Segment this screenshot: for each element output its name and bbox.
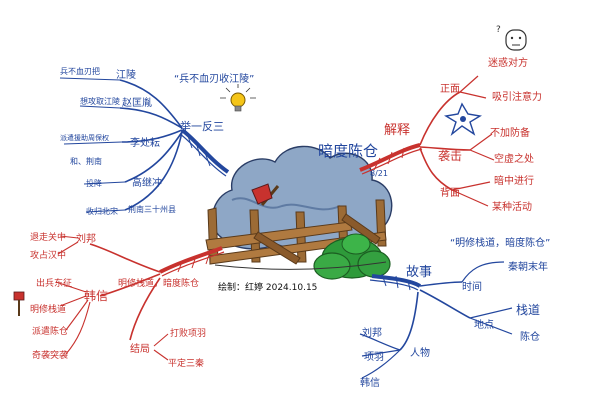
branch-label-meaning: 解释 (384, 123, 410, 138)
branch-examples: 举一反三 “兵不血刃收江陵” 兵不血刃把 江陵 想攻取江陵 赵匡胤 派遣援助周保… (59, 66, 256, 216)
liubang-item-2: 攻占汉中 (30, 249, 66, 261)
example-sub-5: 收归北宋 (86, 206, 118, 216)
branch-label-examples: 举一反三 (180, 119, 224, 133)
branch-history: 明修栈道，暗度陈仓 韩信 出兵东征 明修栈道 派遣陈仓 奇袭突袭 刘邦 退走关中… (13, 231, 225, 369)
branch-meaning: 解释 正面 迷惑对方 吸引注意力 袭击 不加防备 空虚之处 背面 暗中进行 某种… (359, 25, 542, 213)
center-illustration (205, 145, 393, 280)
story-time-value: 秦朝末年 (508, 260, 548, 273)
branch-label-history: 明修栈道，暗度陈仓 (118, 277, 199, 289)
cloud-shade (231, 197, 341, 211)
story-person-1: 刘邦 (362, 326, 382, 339)
example-sub-4: 投降 (86, 178, 102, 188)
branch-label-story: 故事 (406, 265, 432, 280)
story-person-2: 项羽 (364, 351, 384, 363)
meaning-front-item-1: 迷惑对方 (488, 56, 528, 69)
star-icon (444, 102, 482, 137)
example-sub-1: 兵不血刃把 (60, 66, 100, 76)
meaning-back-item-1: 暗中进行 (494, 174, 534, 187)
example-extra: 和、荆南 (70, 156, 102, 166)
story-time-label: 时间 (462, 280, 482, 293)
hanxin-item-2: 明修栈道 (30, 303, 66, 315)
story-person-3: 韩信 (360, 376, 380, 389)
hanxin-item-4: 奇袭突袭 (32, 349, 68, 361)
story-quote: “明修栈道，暗度陈仓” (450, 236, 550, 249)
hanxin-label: 韩信 (84, 288, 108, 303)
meaning-attack-label: 袭击 (438, 148, 462, 163)
meaning-back-label: 背面 (440, 186, 460, 199)
center-meta: 8/21 (370, 169, 388, 178)
hanxin-item-3: 派遣陈仓 (32, 325, 68, 337)
face-icon: ? (496, 25, 527, 51)
example-sub-2: 想攻取江陵 (80, 96, 120, 106)
lightbulb-icon (220, 84, 256, 112)
hanxin-item-1: 出兵东征 (36, 277, 72, 289)
story-people-label: 人物 (410, 346, 430, 359)
example-item-5: 荆南三十州县 (128, 204, 176, 214)
center-title: 暗度陈仓 (318, 142, 378, 160)
quote-examples: “兵不血刃收江陵” (174, 72, 254, 85)
branch-story: 故事 “明修栈道，暗度陈仓” 时间 秦朝末年 地点 栈道 陈仓 人物 刘邦 项羽… (359, 236, 550, 389)
hammer-icon (13, 291, 25, 316)
liubang-label: 刘邦 (76, 232, 96, 245)
svg-text:?: ? (496, 25, 501, 35)
credit-text: 绘制：红婷 2024.10.15 (218, 281, 317, 293)
story-place-label: 地点 (474, 318, 494, 331)
result-item-1: 打败项羽 (170, 327, 206, 339)
story-place-item-2: 陈仓 (520, 330, 540, 343)
liubang-item-1: 退走关中 (30, 231, 66, 243)
story-place-item-1: 栈道 (516, 302, 540, 317)
example-item-4: 高继冲 (132, 176, 162, 189)
result-item-2: 平定三秦 (168, 357, 204, 369)
example-item-3: 李处耘 (130, 136, 160, 149)
meaning-attack-item-1: 不加防备 (490, 126, 530, 139)
example-item-1: 江陵 (116, 69, 136, 81)
example-item-2: 赵匡胤 (122, 96, 152, 109)
example-sub-3: 派遣援助周保权 (60, 133, 109, 142)
meaning-attack-item-2: 空虚之处 (494, 152, 534, 165)
meaning-back-item-2: 某种活动 (492, 200, 532, 213)
meaning-front-label: 正面 (440, 84, 460, 95)
meaning-front-item-2: 吸引注意力 (492, 90, 542, 103)
bush (313, 233, 391, 280)
result-label: 结局 (130, 342, 150, 355)
axe-icon (251, 183, 280, 206)
